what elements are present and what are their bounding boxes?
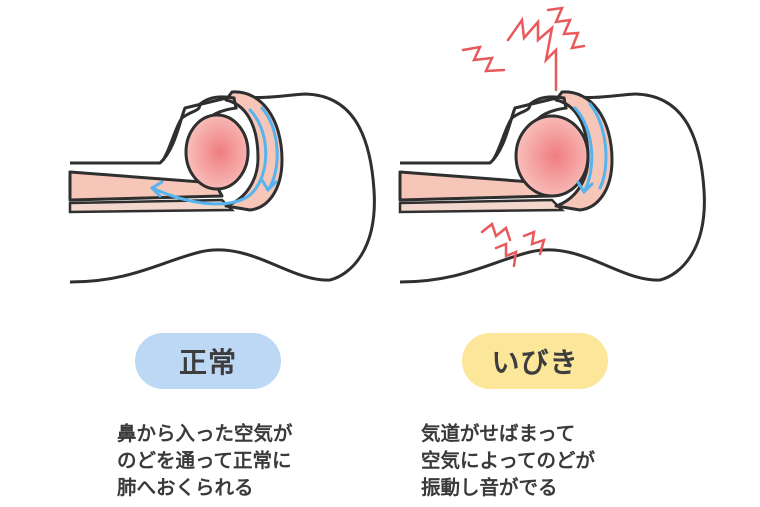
trachea [68,170,224,202]
tongue [184,113,250,191]
description-line: 空気によってのどが [421,449,595,472]
esophagus [398,198,565,214]
airflow-arrow-nasal [260,106,279,192]
face-profile [161,95,238,162]
description-line: 鼻から入った空気が [117,422,293,445]
description-line: 振動し音がでる [421,476,558,499]
vibration-marks [461,6,586,268]
description-line: 気道がせばまって [421,422,576,445]
pharynx [554,90,614,212]
airflow-arrow [573,106,594,194]
airflow-arrowhead [150,180,164,198]
description-line: のどを通って正常に [117,449,292,472]
description-normal: 鼻から入った空気が のどを通って正常に 肺へおくられる [117,420,293,501]
vibration-zigzag [506,16,558,92]
vibration-zigzag [546,6,586,50]
description-line: 肺へおくられる [117,476,254,499]
snoring-head-illustration [398,6,706,284]
vibration-zigzag [522,230,546,256]
label-snoring: いびき [462,333,608,389]
airflow-arrowhead [576,180,594,194]
normal-head-illustration [68,90,376,284]
vibration-zigzag [480,221,512,242]
airflow-arrow-nasal [588,102,608,190]
vibration-zigzag [494,242,518,268]
label-normal: 正常 [135,333,281,389]
esophagus [68,198,235,214]
vibration-zigzag [461,45,506,73]
airflow-arrowhead-nasal [260,178,278,192]
tongue [514,114,590,198]
airflow-arrow [150,108,268,206]
face-profile [491,95,568,162]
pharynx [224,90,284,212]
description-snoring: 気道がせばまって 空気によってのどが 振動し音がでる [421,420,595,501]
